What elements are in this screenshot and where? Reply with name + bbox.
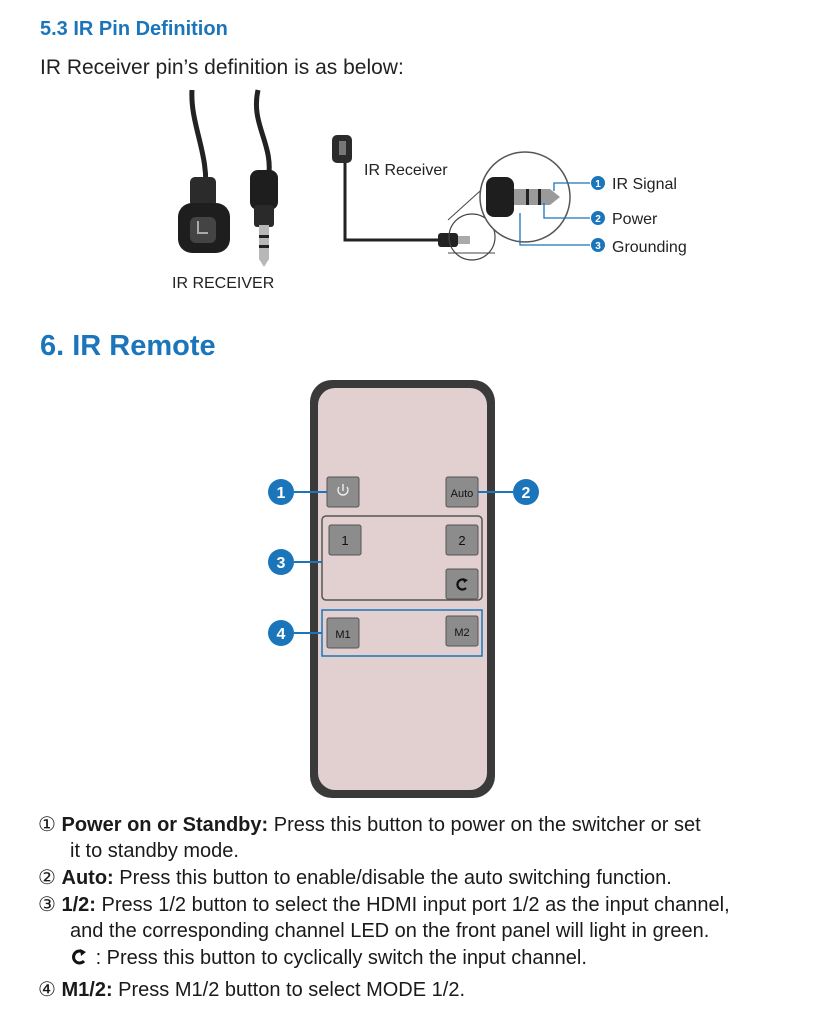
svg-text:3: 3	[277, 555, 286, 572]
desc-power-cont: it to standby mode.	[70, 840, 239, 862]
diagram-label: IR Receiver	[364, 162, 448, 179]
pin-3-badge	[591, 238, 605, 252]
svg-text:M1: M1	[335, 629, 350, 641]
cycle-button[interactable]	[445, 568, 479, 600]
input-2-button[interactable]: 2	[445, 524, 479, 556]
pin-1: 1 IR Signal	[591, 176, 677, 193]
desc-mode: ④ M1/2: Press M1/2 button to select MODE…	[38, 977, 465, 1003]
desc-power: ① Power on or Standby: Press this button…	[38, 812, 701, 838]
desc-power-marker: ①	[38, 814, 56, 836]
intro-text: IR Receiver pin’s definition is as below…	[40, 56, 404, 79]
desc-input-cont: and the corresponding channel LED on the…	[70, 920, 710, 942]
section-title-ir-pin: 5.3 IR Pin Definition	[40, 18, 228, 40]
callout-2: 2	[478, 479, 539, 505]
desc-mode-text: Press M1/2 button to select MODE 1/2.	[112, 979, 465, 1001]
ir-receiver-diagram: IR Receiver	[332, 135, 590, 261]
desc-auto-term: Auto:	[61, 867, 114, 889]
photo-label: IR RECEIVER	[172, 275, 274, 292]
svg-text:1: 1	[277, 485, 286, 502]
pin-2-badge	[591, 211, 605, 225]
svg-text:3: 3	[595, 241, 601, 252]
svg-text:Auto: Auto	[451, 488, 474, 500]
pin-3: 3 Grounding	[591, 238, 687, 256]
svg-text:M2: M2	[454, 627, 469, 639]
desc-mode-term: M1/2:	[61, 979, 113, 1001]
desc-auto-marker: ②	[38, 867, 56, 889]
desc-cycle-text: : Press this button to cyclically switch…	[95, 947, 587, 969]
cycle-icon	[456, 578, 468, 591]
power-button[interactable]	[326, 476, 360, 508]
power-icon	[337, 484, 349, 496]
input-group-frame	[321, 515, 483, 601]
pin-2: 2 Power	[591, 211, 658, 228]
ir-receiver-photo: IR RECEIVER	[172, 89, 278, 292]
callout-3: 3	[268, 549, 322, 575]
desc-cycle: : Press this button to cyclically switch…	[70, 945, 587, 971]
desc-input-term: 1/2:	[61, 894, 96, 916]
pin-1-badge	[591, 176, 605, 190]
callout-1: 1	[268, 479, 327, 505]
ir-remote-figure: Auto 1 2 M1 M2 1 2 3	[268, 380, 539, 798]
cycle-icon	[72, 949, 86, 965]
desc-auto: ② Auto: Press this button to enable/disa…	[38, 865, 672, 891]
svg-text:4: 4	[277, 626, 286, 643]
desc-input: ③ 1/2: Press 1/2 button to select the HD…	[38, 892, 730, 918]
ir-pin-figure: IR RECEIVER IR Receiver 1 IR Signal 2 Po…	[172, 89, 687, 292]
pin-2-label: Power	[612, 211, 658, 228]
callout-4: 4	[268, 620, 322, 646]
svg-text:1: 1	[341, 533, 348, 548]
desc-mode-marker: ④	[38, 979, 56, 1001]
desc-power-text: Press this button to power on the switch…	[268, 814, 701, 836]
svg-text:2: 2	[522, 485, 531, 502]
svg-text:2: 2	[458, 533, 465, 548]
pin-3-label: Grounding	[612, 239, 687, 256]
desc-input-text: Press 1/2 button to select the HDMI inpu…	[95, 894, 730, 916]
svg-text:1: 1	[595, 179, 601, 190]
svg-text:2: 2	[595, 214, 601, 225]
desc-input-marker: ③	[38, 894, 56, 916]
desc-power-term: Power on or Standby:	[61, 814, 269, 836]
auto-button[interactable]: Auto	[445, 476, 479, 508]
m2-button[interactable]: M2	[445, 615, 479, 647]
remote-body	[318, 388, 487, 790]
m1-button[interactable]: M1	[326, 617, 360, 649]
pin-1-label: IR Signal	[612, 176, 677, 193]
desc-auto-text: Press this button to enable/disable the …	[113, 867, 672, 889]
input-1-button[interactable]: 1	[328, 524, 362, 556]
section-title-ir-remote: 6. IR Remote	[40, 330, 216, 362]
